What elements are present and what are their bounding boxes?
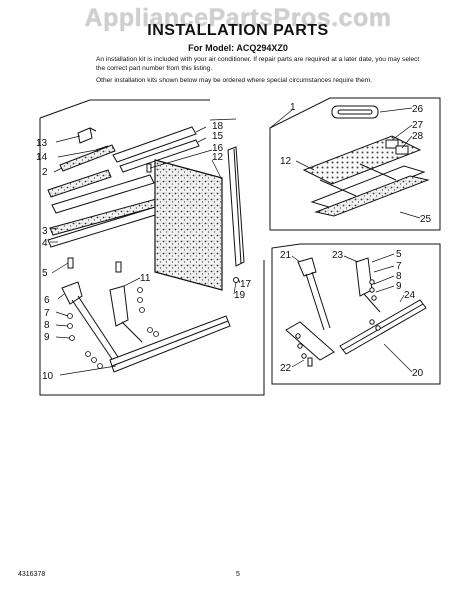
- angle-bracket-part: [77, 127, 97, 144]
- inset-frame-lower: [271, 243, 441, 385]
- callout-12-inset: 12: [280, 156, 292, 167]
- callout-7-inset: 7: [396, 261, 402, 272]
- callout-8: 8: [44, 320, 50, 331]
- callout-21: 21: [280, 250, 292, 261]
- callout-15: 15: [212, 131, 224, 142]
- callout-13: 13: [36, 138, 48, 149]
- callout-26: 26: [412, 104, 424, 115]
- callout-labels: 1 2 3 4 5 6 7 8 9 10 11 12 13 14 15 16 1…: [36, 102, 432, 382]
- leader-lines: [49, 107, 421, 376]
- callout-14: 14: [36, 152, 48, 163]
- callout-6: 6: [44, 295, 50, 306]
- callout-9: 9: [44, 332, 50, 343]
- vertical-channel-part: [227, 146, 245, 267]
- inset-frame-upper: [269, 97, 441, 231]
- support-bar-part: [109, 315, 231, 373]
- part-number: 4316378: [18, 571, 46, 578]
- callout-3: 3: [42, 226, 48, 237]
- watermark: AppliancePartsPros.com: [84, 4, 392, 32]
- callout-1: 1: [290, 102, 296, 113]
- callout-23: 23: [332, 250, 344, 261]
- callout-5: 5: [42, 268, 48, 279]
- callout-9-inset: 9: [396, 281, 402, 292]
- callout-4: 4: [42, 238, 48, 249]
- lower-kit-brackets: [285, 257, 427, 367]
- leg-brackets: [61, 281, 143, 363]
- callout-20: 20: [412, 368, 424, 379]
- page-number: 5: [236, 571, 240, 578]
- model-line: For Model: ACQ294XZ0: [188, 43, 288, 53]
- main-kit-frame: [39, 99, 265, 396]
- foam-strip-part: [331, 105, 379, 119]
- callout-8-inset: 8: [396, 271, 402, 282]
- intro-paragraph: An installation kit is included with you…: [96, 56, 420, 72]
- callout-18: 18: [212, 121, 224, 132]
- callout-28: 28: [412, 131, 424, 142]
- callout-17: 17: [240, 279, 252, 290]
- callout-25: 25: [420, 214, 432, 225]
- callout-22: 22: [280, 363, 292, 374]
- upper-rails: [47, 126, 200, 248]
- callout-7: 7: [44, 308, 50, 319]
- screws: [67, 163, 239, 283]
- callout-12: 12: [212, 152, 224, 163]
- callout-24: 24: [404, 290, 416, 301]
- curtain-assembly: [302, 135, 430, 217]
- callout-19: 19: [234, 290, 246, 301]
- callout-27: 27: [412, 120, 424, 131]
- callout-11: 11: [140, 273, 151, 284]
- callout-10: 10: [42, 371, 54, 382]
- callout-2: 2: [42, 167, 48, 178]
- callout-5-inset: 5: [396, 249, 402, 260]
- callout-16: 16: [212, 143, 224, 154]
- foam-panel-part: [154, 159, 223, 291]
- page-title: INSTALLATION PARTS: [147, 22, 329, 39]
- other-kits-paragraph: Other installation kits shown below may …: [96, 77, 372, 84]
